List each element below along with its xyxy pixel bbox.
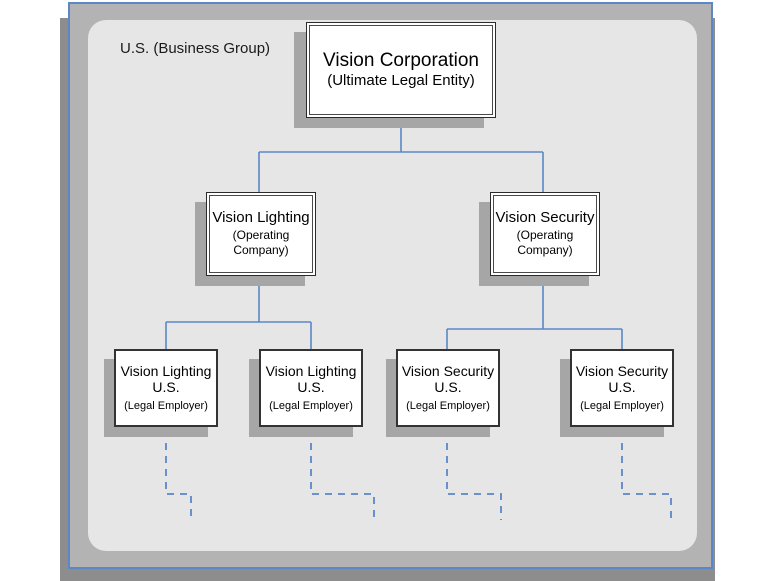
node-face: Vision Corporation (Ultimate Legal Entit… — [306, 22, 496, 118]
node-face: Vision Security U.S. (Legal Employer) — [570, 349, 674, 427]
node-vision-security-us-1[interactable]: Vision Security U.S. (Legal Employer) — [386, 349, 500, 437]
node-subtitle: (Legal Employer) — [580, 399, 664, 412]
node-face: Vision Lighting (Operating Company) — [206, 192, 316, 276]
node-subtitle-line2: Company) — [233, 243, 289, 258]
node-vision-security-operating[interactable]: Vision Security (Operating Company) — [479, 192, 600, 286]
node-subtitle: (Legal Employer) — [406, 399, 490, 412]
node-subtitle: (Legal Employer) — [269, 399, 353, 412]
node-title-line1: Vision Lighting — [265, 363, 357, 380]
node-title: Vision Lighting — [212, 209, 310, 227]
node-title-line2: U.S. — [152, 378, 180, 395]
node-subtitle-line2: Company) — [517, 243, 573, 258]
node-title-line1: Vision Lighting — [120, 363, 212, 380]
node-title-line2: U.S. — [608, 378, 636, 395]
node-vision-lighting-us-2[interactable]: Vision Lighting U.S. (Legal Employer) — [249, 349, 363, 437]
node-subtitle-line1: (Operating — [516, 227, 574, 242]
node-title: Vision Corporation — [323, 50, 479, 72]
node-face: Vision Lighting U.S. (Legal Employer) — [259, 349, 363, 427]
node-title-line2: U.S. — [297, 378, 325, 395]
node-subtitle-line1: (Operating — [232, 227, 290, 242]
business-group-label: U.S. (Business Group) — [120, 40, 271, 57]
node-title: Vision Security — [495, 209, 595, 227]
node-subtitle: (Legal Employer) — [124, 399, 208, 412]
node-vision-lighting-operating[interactable]: Vision Lighting (Operating Company) — [195, 192, 316, 286]
node-vision-corporation[interactable]: Vision Corporation (Ultimate Legal Entit… — [294, 22, 496, 128]
node-vision-lighting-us-1[interactable]: Vision Lighting U.S. (Legal Employer) — [104, 349, 218, 437]
node-face: Vision Lighting U.S. (Legal Employer) — [114, 349, 218, 427]
node-face: Vision Security U.S. (Legal Employer) — [396, 349, 500, 427]
node-face: Vision Security (Operating Company) — [490, 192, 600, 276]
node-title-line1: Vision Security — [401, 363, 495, 380]
node-title-line1: Vision Security — [575, 363, 669, 380]
node-subtitle: (Ultimate Legal Entity) — [327, 71, 475, 89]
node-vision-security-us-2[interactable]: Vision Security U.S. (Legal Employer) — [560, 349, 674, 437]
node-title-line2: U.S. — [434, 378, 462, 395]
